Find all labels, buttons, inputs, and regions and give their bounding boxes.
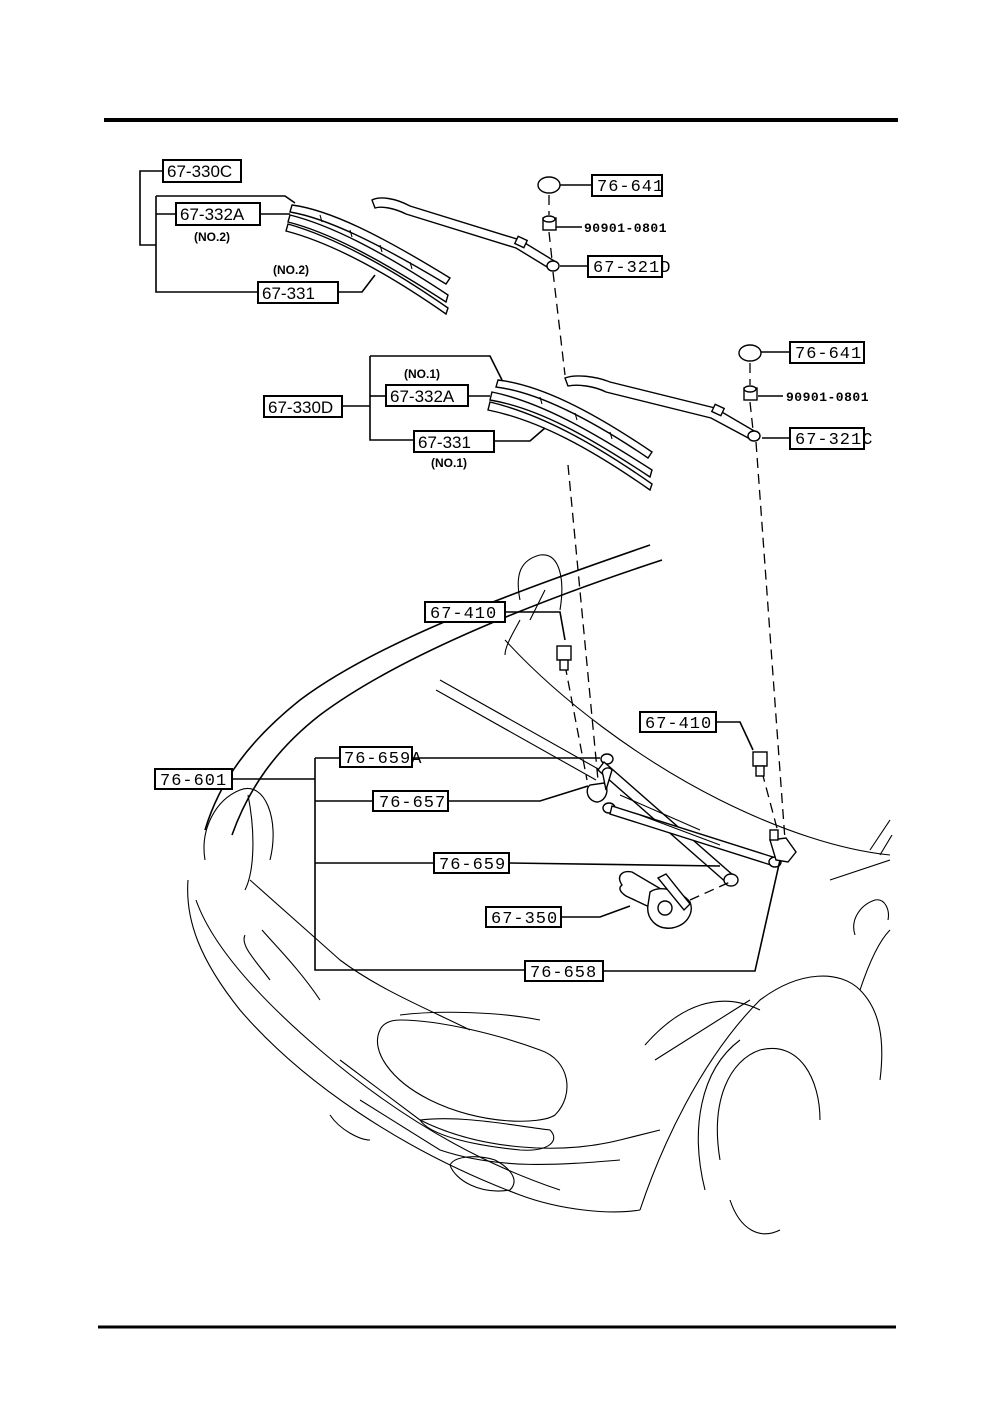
callout-text: 67-410 [645,715,712,734]
bolt-right [752,751,768,777]
callout-text: 67-331 [262,284,315,303]
callout-text: 67-331 [418,433,471,452]
callout-text: 76-601 [160,772,227,791]
wiper-motor [618,870,731,929]
callout-67-332A-no1[interactable]: 67-332A [385,384,469,407]
callout-text: 67-332A [390,387,455,406]
callout-67-321D[interactable]: 67-321D [587,255,671,278]
rubber-no1-note: (NO.1) [431,456,467,470]
callout-67-332A-no2[interactable]: 67-332A [175,202,261,226]
callout-76-658[interactable]: 76-658 [524,960,604,983]
arm-pivot-passenger [747,430,761,442]
callout-67-330D[interactable]: 67-330D [263,395,343,418]
wiper-arm-passenger [564,375,757,441]
leader-lines [139,170,790,972]
wiper-blade-no2 [285,204,451,316]
callout-67-331-no2[interactable]: 67-331 [257,281,339,304]
callout-text: 76-641 [795,345,862,364]
callout-76-659A[interactable]: 76-659A [339,746,422,769]
callout-76-641-passenger[interactable]: 76-641 [789,341,865,364]
blade-no2-note: (NO.2) [194,230,230,244]
wiper-linkage [586,753,797,887]
alignment-dashes [548,195,786,841]
callout-90901-0801-passenger[interactable]: 90901-0801 [786,390,869,405]
callout-76-659[interactable]: 76-659 [433,852,510,875]
callout-67-330C[interactable]: 67-330C [162,159,242,183]
arm-pivot-driver [546,260,560,272]
callout-text: 67-330D [268,398,333,417]
callout-text: 76-659 [439,856,506,875]
callout-67-331-no1[interactable]: 67-331 [413,430,495,453]
cap-passenger [738,344,762,362]
callout-text: 76-658 [530,964,597,983]
callout-76-641-driver[interactable]: 76-641 [591,174,664,197]
callout-text: 76-641 [597,178,664,197]
nut-passenger [743,385,758,401]
cap-driver [537,176,561,194]
callout-text: 67-330C [167,162,232,181]
callout-text: 76-659A [344,750,422,769]
callout-67-410-right[interactable]: 67-410 [639,711,717,734]
callout-text: 67-350 [491,910,558,929]
callout-text: 76-657 [379,794,446,813]
callout-text: 67-332A [180,205,245,224]
callout-67-410-left[interactable]: 67-410 [424,601,506,624]
wiper-arm-driver [371,197,557,271]
callout-90901-0801-driver[interactable]: 90901-0801 [584,221,667,236]
callout-76-601[interactable]: 76-601 [154,768,233,791]
callout-67-350[interactable]: 67-350 [485,906,562,929]
callout-text: 67-410 [430,605,497,624]
wiper-blade-no1 [487,379,653,492]
nut-driver [542,215,557,231]
callout-67-321C[interactable]: 67-321C [789,427,873,450]
rubber-no2-note: (NO.2) [273,263,309,277]
callout-76-657[interactable]: 76-657 [372,790,449,813]
callout-text: 67-321C [795,431,873,450]
callout-text: 67-321D [593,259,671,278]
blade-no1-note: (NO.1) [404,367,440,381]
car-body-illustration [187,544,893,1235]
bolt-left [556,645,572,671]
